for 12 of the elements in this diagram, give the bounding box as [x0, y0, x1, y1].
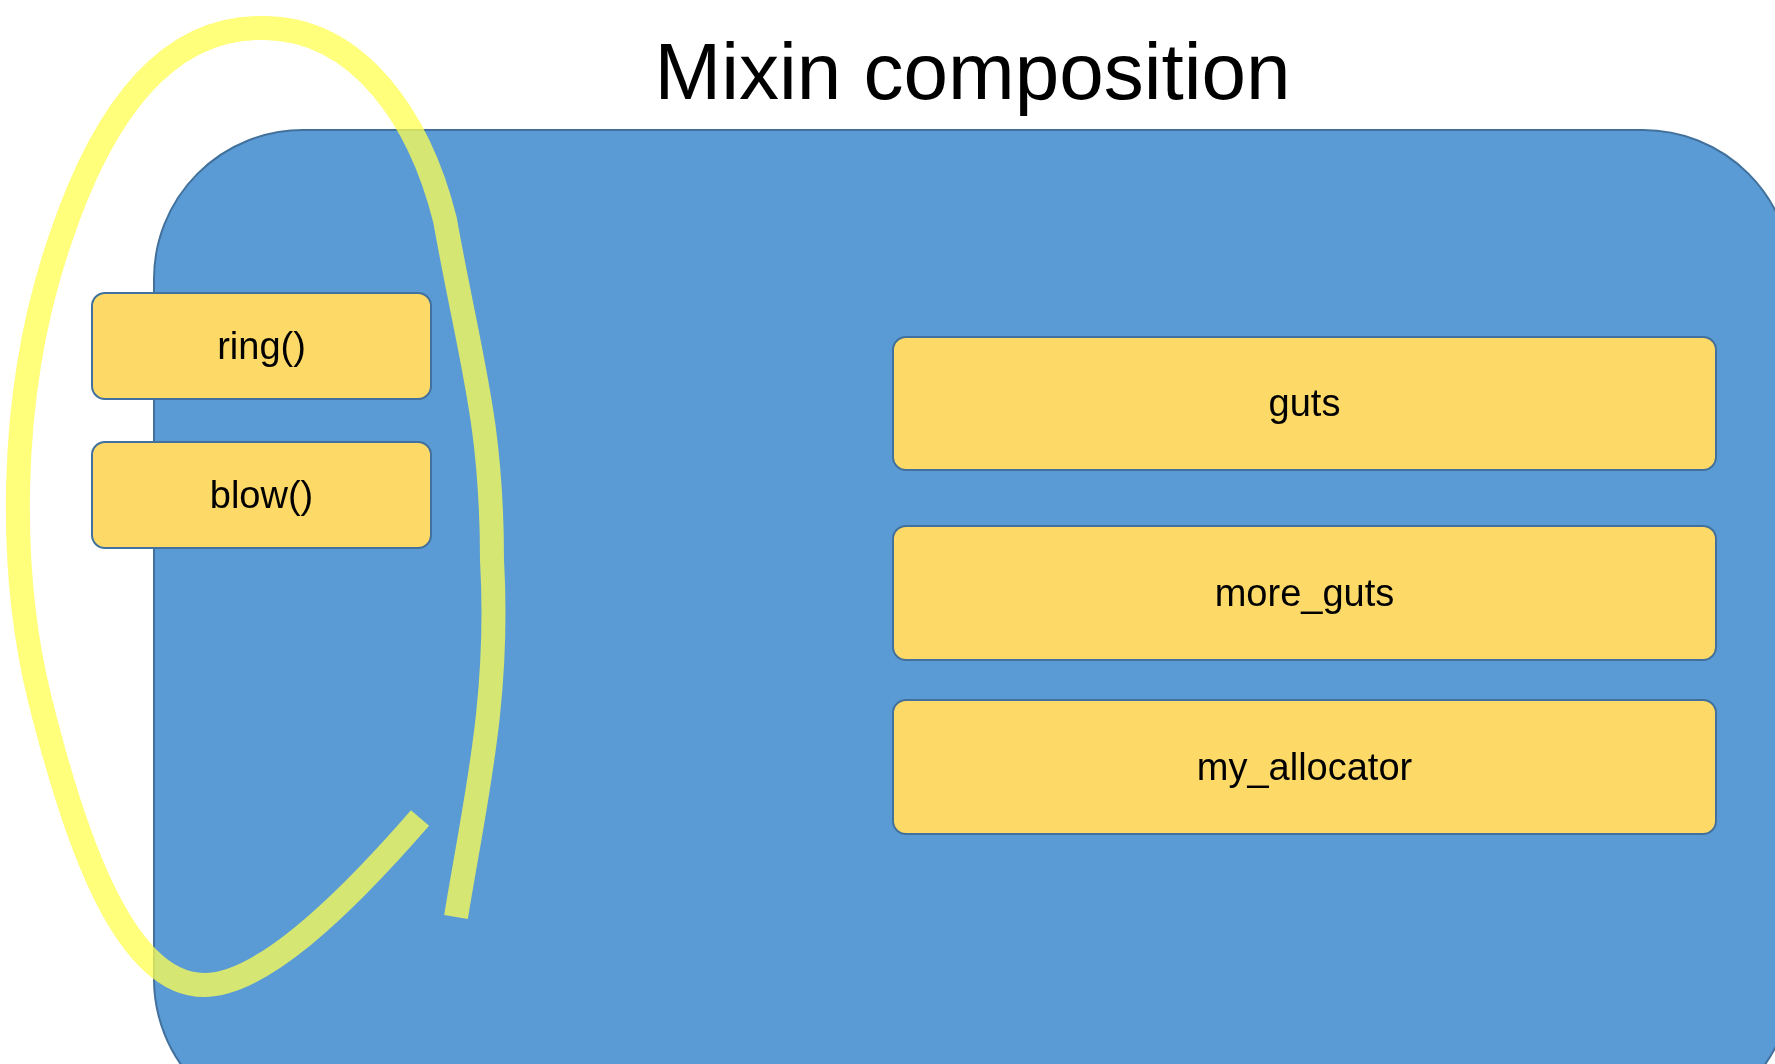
member-box: [91, 292, 432, 400]
member-label: more_guts: [1214, 571, 1395, 615]
member-box: [892, 525, 1717, 661]
diagram-title: Mixin composition: [654, 28, 1291, 116]
member-box: [91, 441, 432, 549]
class-container: [153, 129, 1775, 1064]
member-box: [892, 699, 1717, 835]
member-label: blow(): [209, 473, 314, 517]
member-label: ring(): [217, 324, 306, 368]
member-label: my_allocator: [1196, 745, 1413, 789]
member-label: guts: [1268, 382, 1341, 425]
member-box: [892, 336, 1717, 471]
